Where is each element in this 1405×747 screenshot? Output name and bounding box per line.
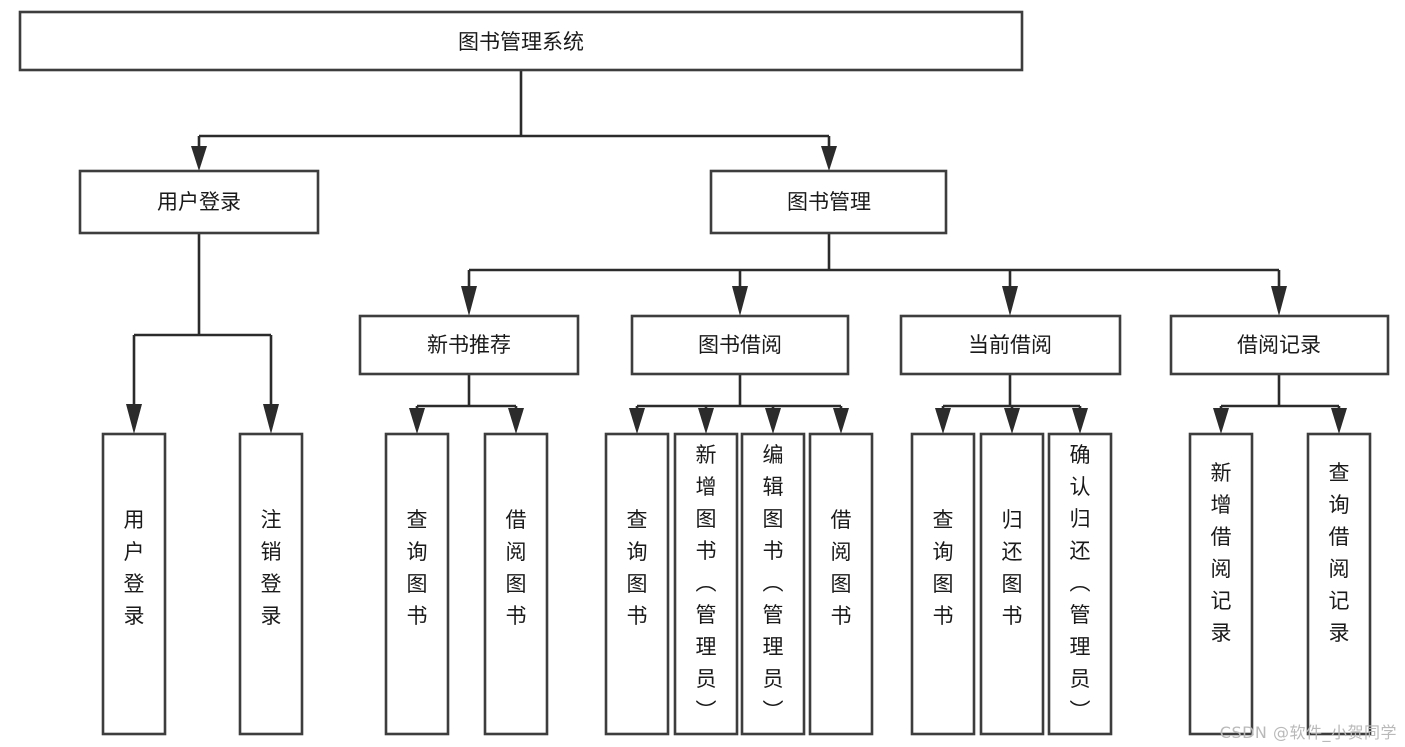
leaf-add-book-label: 新增图书︵管理员︶	[696, 443, 717, 723]
node-book-manage-box[interactable]	[709, 169, 948, 235]
arrow-to-book-borrow	[732, 286, 748, 316]
leaf-borrow-book-rec-box[interactable]	[483, 432, 549, 736]
node-root-label: 图书管理系统	[458, 30, 584, 54]
leaf-query-book-rec[interactable]: 查询图书	[384, 432, 450, 736]
leaf-user-logout-label: 注销登录	[261, 508, 282, 628]
leaf-query-book-rec-box[interactable]	[384, 432, 450, 736]
arrow-to-leaf-query-book-rec	[409, 408, 425, 434]
node-borrow-record[interactable]: 借阅记录	[1169, 314, 1390, 376]
node-user-login[interactable]: 用户登录	[78, 169, 320, 235]
csdn-watermark: CSDN @软件_小贺同学	[1219, 723, 1397, 742]
leaf-edit-book[interactable]: 编辑图书︵管理员︶	[740, 432, 806, 736]
leaf-edit-book-label: 编辑图书︵管理员︶	[763, 443, 784, 723]
leaf-confirm-return[interactable]: 确认归还︵管理员︶	[1047, 432, 1113, 736]
node-book-manage-label: 图书管理	[787, 190, 871, 214]
arrow-to-leaf-query-book	[629, 408, 645, 434]
leaf-query-book-cur-label: 查询图书	[933, 508, 954, 628]
leaf-borrow-book[interactable]: 借阅图书	[808, 432, 874, 736]
leaf-add-record-label: 新增借阅记录	[1211, 461, 1232, 645]
leaf-return-book-label: 归还图书	[1002, 508, 1023, 628]
node-user-login-label: 用户登录	[157, 190, 241, 214]
node-new-book-rec-box[interactable]	[358, 314, 580, 376]
leaf-query-book-label: 查询图书	[627, 508, 648, 628]
leaf-user-logout-box[interactable]	[238, 432, 304, 736]
arrow-to-leaf-borrow-book	[833, 408, 849, 434]
leaf-add-record[interactable]: 新增借阅记录	[1188, 432, 1254, 736]
leaf-query-book-rec-label: 查询图书	[407, 508, 428, 628]
arrow-to-leaf-return-book	[1004, 408, 1020, 434]
arrow-to-leaf-query-book-cur	[935, 408, 951, 434]
leaf-add-book-box[interactable]	[673, 432, 739, 736]
arrow-to-borrow-record	[1271, 286, 1287, 316]
node-borrow-record-box[interactable]	[1169, 314, 1390, 376]
leaf-query-book-cur-box[interactable]	[910, 432, 976, 736]
edges-layer	[126, 70, 1347, 434]
leaf-user-login-label: 用户登录	[124, 508, 145, 628]
leaf-query-book-cur[interactable]: 查询图书	[910, 432, 976, 736]
leaf-query-record[interactable]: 查询借阅记录	[1306, 432, 1372, 736]
arrow-to-leaf-user-logout	[263, 404, 279, 434]
leaf-user-login-box[interactable]	[101, 432, 167, 736]
leaf-edit-book-box[interactable]	[740, 432, 806, 736]
node-book-borrow-box[interactable]	[630, 314, 850, 376]
node-current-borrow-box[interactable]	[899, 314, 1122, 376]
arrow-to-book-manage	[821, 146, 837, 171]
node-current-borrow[interactable]: 当前借阅	[899, 314, 1122, 376]
node-book-manage[interactable]: 图书管理	[709, 169, 948, 235]
leaf-query-record-label: 查询借阅记录	[1329, 461, 1350, 645]
leaf-borrow-book-rec[interactable]: 借阅图书	[483, 432, 549, 736]
node-new-book-rec-label: 新书推荐	[427, 333, 511, 357]
arrow-to-current-borrow	[1002, 286, 1018, 316]
node-book-borrow[interactable]: 图书借阅	[630, 314, 850, 376]
leaf-return-book-box[interactable]	[979, 432, 1045, 736]
leaf-add-book[interactable]: 新增图书︵管理员︶	[673, 432, 739, 736]
arrow-to-leaf-add-record	[1213, 408, 1229, 434]
leaf-return-book[interactable]: 归还图书	[979, 432, 1045, 736]
arrow-to-leaf-edit-book	[765, 408, 781, 434]
leaf-query-record-box[interactable]	[1306, 432, 1372, 736]
leaf-confirm-return-label: 确认归还︵管理员︶	[1070, 443, 1091, 723]
node-borrow-record-label: 借阅记录	[1237, 333, 1321, 357]
arrow-to-leaf-confirm-return	[1072, 408, 1088, 434]
leaf-add-record-box[interactable]	[1188, 432, 1254, 736]
arrow-to-new-book-rec	[461, 286, 477, 316]
node-user-login-box[interactable]	[78, 169, 320, 235]
leaf-query-book[interactable]: 查询图书	[604, 432, 670, 736]
node-new-book-rec[interactable]: 新书推荐	[358, 314, 580, 376]
node-root-box[interactable]	[18, 10, 1024, 72]
leaf-borrow-book-box[interactable]	[808, 432, 874, 736]
leaf-user-logout[interactable]: 注销登录	[238, 432, 304, 736]
leaf-borrow-book-label: 借阅图书	[831, 508, 852, 628]
arrow-to-leaf-user-login	[126, 404, 142, 434]
leaf-borrow-book-rec-label: 借阅图书	[506, 508, 527, 628]
leaf-user-login[interactable]: 用户登录	[101, 432, 167, 736]
arrow-to-user-login	[191, 146, 207, 171]
node-current-borrow-label: 当前借阅	[968, 333, 1052, 357]
arrow-to-leaf-borrow-book-rec	[508, 408, 524, 434]
node-book-borrow-label: 图书借阅	[698, 333, 782, 357]
arrow-to-leaf-query-record	[1331, 408, 1347, 434]
node-root[interactable]: 图书管理系统	[18, 10, 1024, 72]
leaf-confirm-return-box[interactable]	[1047, 432, 1113, 736]
arrow-to-leaf-add-book	[698, 408, 714, 434]
leaf-query-book-box[interactable]	[604, 432, 670, 736]
